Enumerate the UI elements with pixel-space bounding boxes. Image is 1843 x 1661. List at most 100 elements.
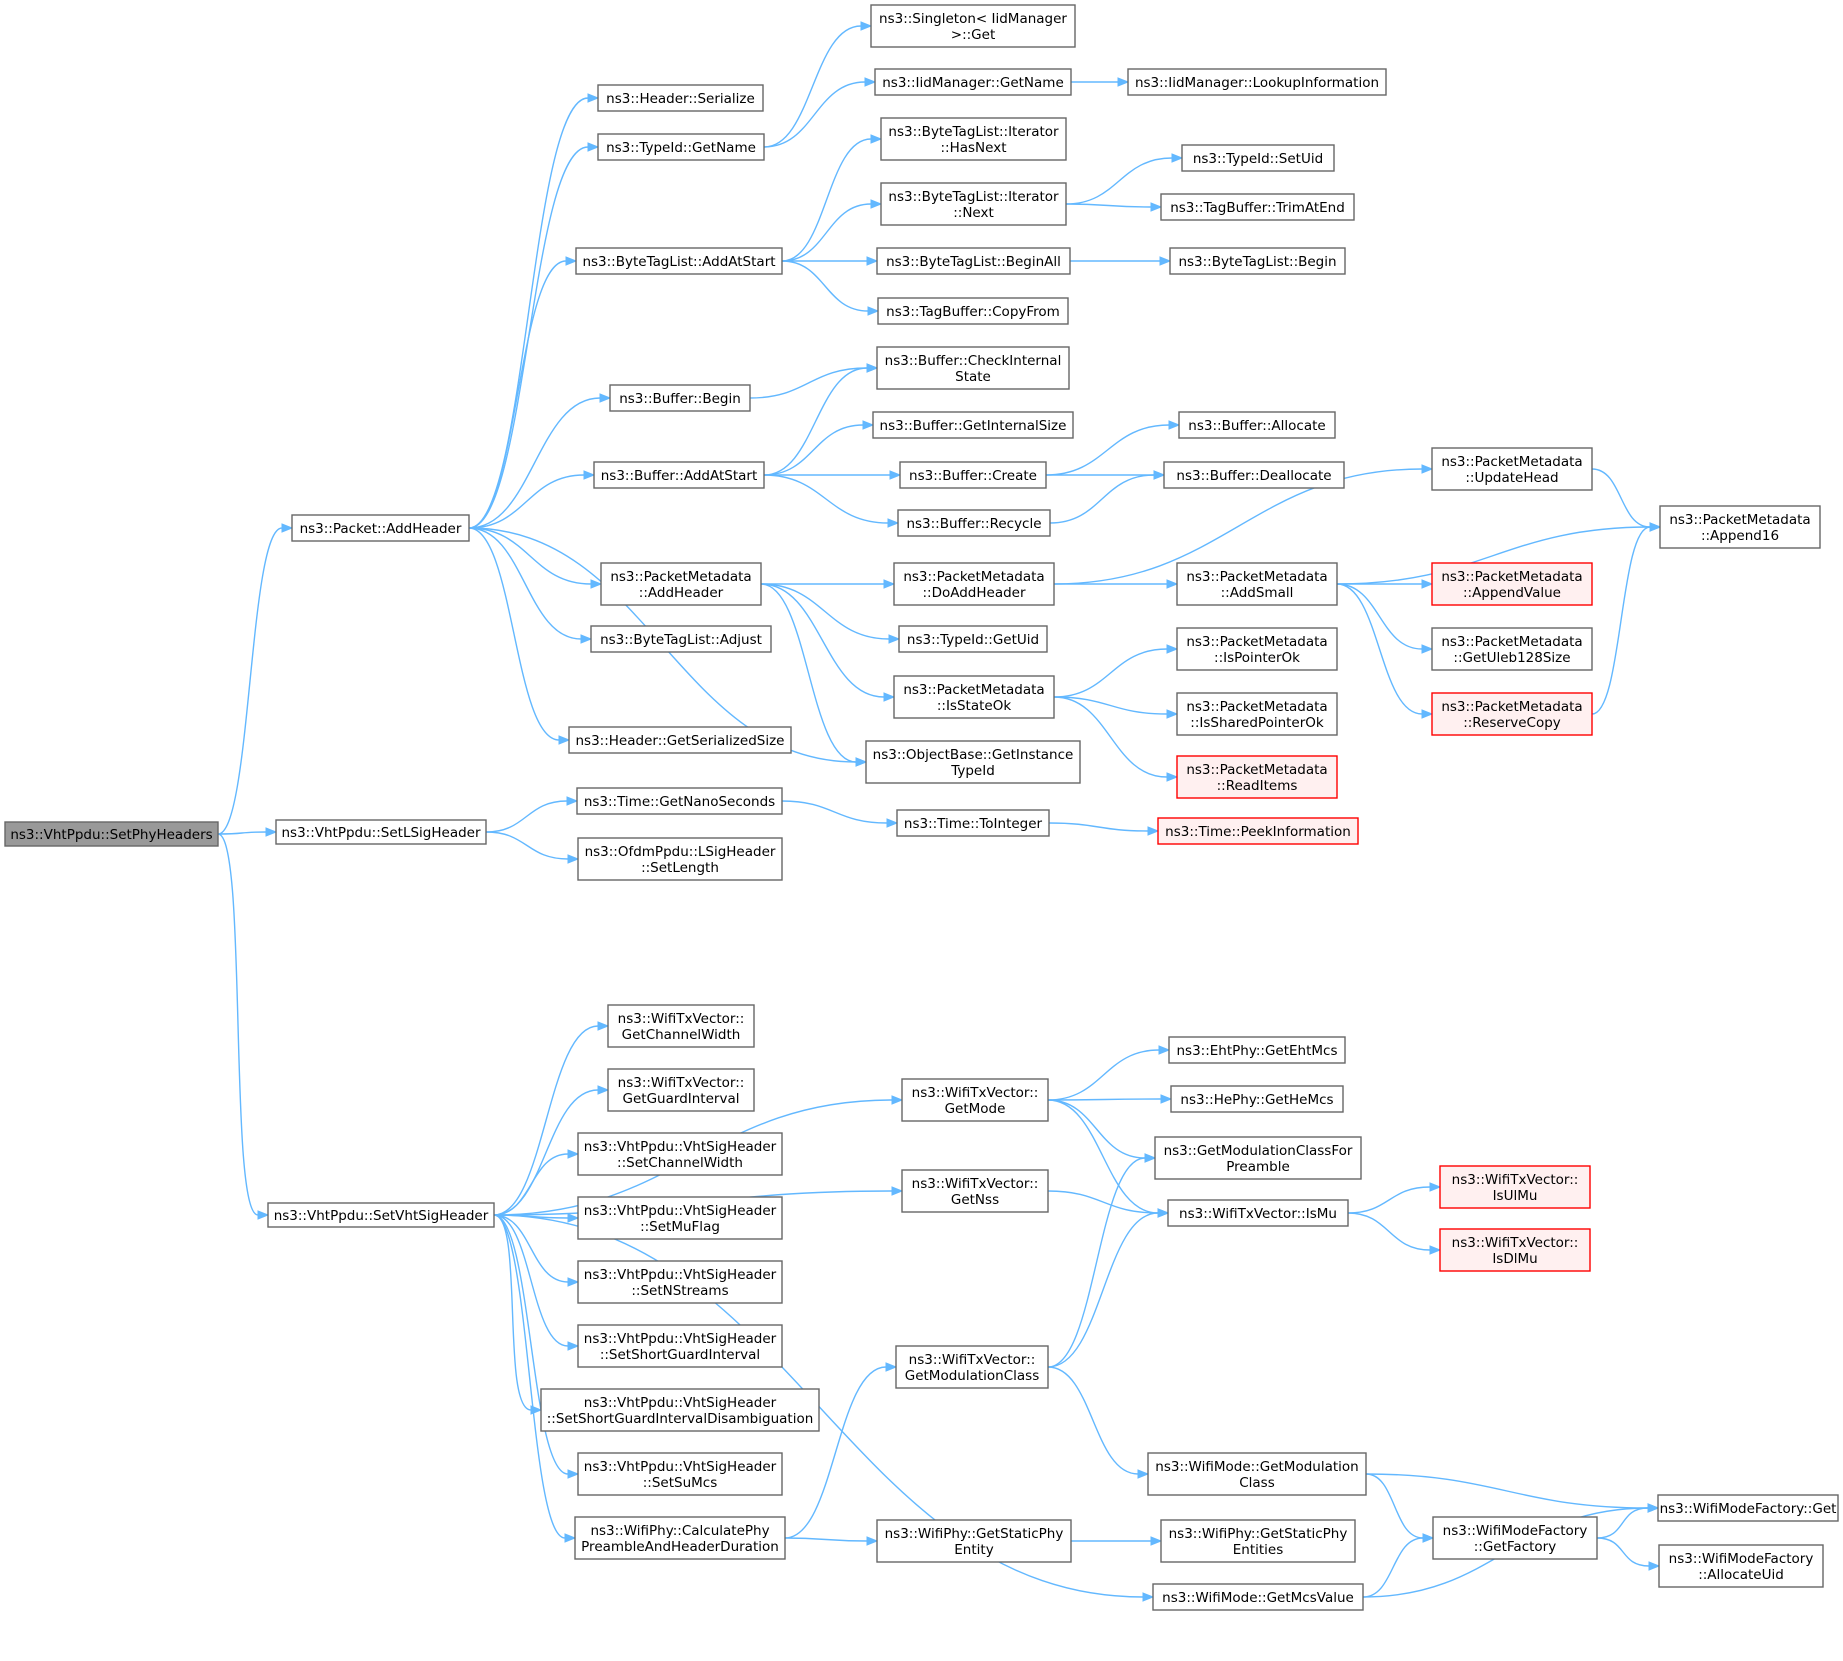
edge-arrowhead [1117,77,1130,87]
node-bufCreate[interactable]: ns3::Buffer::Create [899,461,1047,489]
node-tbCopyFrom[interactable]: ns3::TagBuffer::CopyFrom [877,297,1069,325]
node-pmAddHeader[interactable]: ns3::PacketMetadata::AddHeader [600,562,762,606]
node-pmIsStateOk[interactable]: ns3::PacketMetadata::IsStateOk [893,675,1055,719]
edge-txGetMode-to-heGetMcs [1047,1094,1173,1104]
edge-line [1047,1366,1139,1475]
node-label: ns3::PacketMetadata [1186,634,1327,650]
edge-line [781,800,888,824]
node-wmfGet[interactable]: ns3::WifiModeFactory::Get [1657,1494,1839,1522]
node-timeNano[interactable]: ns3::Time::GetNanoSeconds [576,787,783,815]
edge-setLSig-to-timeNano [485,796,579,833]
edge-arrowhead [587,142,600,152]
edge-bufAddAtStart-to-bufCreate [763,470,902,480]
node-root[interactable]: ns3::VhtPpdu::SetPhyHeaders [4,821,219,847]
node-hdrSerialize[interactable]: ns3::Header::Serialize [597,84,764,112]
edge-line [763,424,864,476]
node-itNext[interactable]: ns3::ByteTagList::Iterator::Next [880,182,1067,226]
node-vsSetNs[interactable]: ns3::VhtPpdu::VhtSigHeader::SetNStreams [577,1260,783,1304]
node-iidLookup[interactable]: ns3::IidManager::LookupInformation [1127,68,1387,96]
node-txGetMode[interactable]: ns3::WifiTxVector::GetMode [901,1078,1049,1122]
edge-addHeader-to-bufAddAtStart [468,470,596,529]
node-btlAddAtStart[interactable]: ns3::ByteTagList::AddAtStart [575,247,783,275]
node-wmfAlloc[interactable]: ns3::WifiModeFactory::AllocateUid [1658,1544,1824,1588]
node-pmReadItems[interactable]: ns3::PacketMetadata::ReadItems [1176,755,1338,799]
node-pmDoAdd[interactable]: ns3::PacketMetadata::DoAddHeader [893,562,1055,606]
node-addHeader[interactable]: ns3::Packet::AddHeader [291,514,470,542]
node-wmGetModClass[interactable]: ns3::WifiMode::GetModulationClass [1147,1452,1367,1496]
node-pmAddSmall[interactable]: ns3::PacketMetadata::AddSmall [1176,562,1338,606]
edge-line [468,260,567,529]
node-bufRecycle[interactable]: ns3::Buffer::Recycle [897,509,1051,537]
node-bufDealloc[interactable]: ns3::Buffer::Deallocate [1163,461,1345,489]
edge-arrowhead [1166,709,1179,719]
node-pmUleb[interactable]: ns3::PacketMetadata::GetUleb128Size [1431,627,1593,671]
node-label: ns3::Buffer::Begin [619,391,741,407]
edge-arrowhead [860,21,873,31]
node-bufGetSize[interactable]: ns3::Buffer::GetInternalSize [872,411,1074,439]
node-pmIsPtrOk[interactable]: ns3::PacketMetadata::IsPointerOk [1176,627,1338,671]
node-box [1127,68,1387,96]
node-label: ::SetLength [641,860,719,876]
node-wpCalc[interactable]: ns3::WifiPhy::CalculatePhyPreambleAndHea… [574,1516,786,1560]
node-pmAppend16[interactable]: ns3::PacketMetadata::Append16 [1659,505,1821,549]
node-timePeek[interactable]: ns3::Time::PeekInformation [1157,817,1359,845]
edge-addHeader-to-bufBegin [468,393,612,529]
node-label: ::ReserveCopy [1463,715,1561,731]
node-btlBegin[interactable]: ns3::ByteTagList::Begin [1169,247,1346,275]
node-pmUpdateHead[interactable]: ns3::PacketMetadata::UpdateHead [1431,447,1593,491]
node-txGetGi[interactable]: ns3::WifiTxVector::GetGuardInterval [607,1068,755,1112]
node-typeGetName[interactable]: ns3::TypeId::GetName [597,133,765,161]
edge-arrowhead [888,634,901,644]
node-heGetMcs[interactable]: ns3::HePhy::GetHeMcs [1170,1085,1344,1113]
node-vsSetSgiD[interactable]: ns3::VhtPpdu::VhtSigHeader::SetShortGuar… [540,1388,820,1432]
node-pmIsShared[interactable]: ns3::PacketMetadata::IsSharedPointerOk [1176,692,1338,736]
edge-arrowhead [889,470,902,480]
node-pmReserve[interactable]: ns3::PacketMetadata::ReserveCopy [1431,692,1593,736]
edge-pmAddSmall-to-pmReserve [1336,583,1434,719]
node-typeGetUid[interactable]: ns3::TypeId::GetUid [898,625,1048,653]
edge-txGetModClass-to-wmGetModClass [1047,1366,1150,1479]
node-box [1152,1583,1364,1611]
node-txGetNss[interactable]: ns3::WifiTxVector::GetNss [901,1169,1049,1213]
node-wmGetMcs[interactable]: ns3::WifiMode::GetMcsValue [1152,1583,1364,1611]
node-btlAdjust[interactable]: ns3::ByteTagList::Adjust [590,625,772,653]
node-label: IsUlMu [1493,1188,1538,1204]
node-txIsDlMu[interactable]: ns3::WifiTxVector::IsDlMu [1439,1228,1591,1272]
edge-arrowhead [590,579,603,589]
node-bufBegin[interactable]: ns3::Buffer::Begin [609,384,751,412]
node-box [1431,447,1593,491]
node-wmfGetFactory[interactable]: ns3::WifiModeFactory::GetFactory [1432,1516,1598,1560]
node-pmAppendValue[interactable]: ns3::PacketMetadata::AppendValue [1431,562,1593,606]
node-setLSig[interactable]: ns3::VhtPpdu::SetLSigHeader [275,819,487,845]
node-typeSetUid[interactable]: ns3::TypeId::SetUid [1181,144,1335,172]
node-label: ns3::TypeId::GetUid [907,632,1039,648]
node-txIsUlMu[interactable]: ns3::WifiTxVector::IsUlMu [1439,1165,1591,1209]
node-vsSetSuMcs[interactable]: ns3::VhtPpdu::VhtSigHeader::SetSuMcs [577,1452,783,1496]
node-timeToInt[interactable]: ns3::Time::ToInteger [896,809,1050,837]
node-txIsMu[interactable]: ns3::WifiTxVector::IsMu [1167,1199,1349,1227]
node-btlBeginAll[interactable]: ns3::ByteTagList::BeginAll [876,247,1071,275]
node-txGetModClass[interactable]: ns3::WifiTxVector::GetModulationClass [895,1345,1049,1389]
node-ehtGetMcs[interactable]: ns3::EhtPhy::GetEhtMcs [1168,1036,1346,1064]
node-vsSetSgi[interactable]: ns3::VhtPpdu::VhtSigHeader::SetShortGuar… [577,1324,783,1368]
node-setVhtSig[interactable]: ns3::VhtPpdu::SetVhtSigHeader [267,1202,495,1228]
node-hdrSerSize[interactable]: ns3::Header::GetSerializedSize [568,726,792,754]
node-tbTrim[interactable]: ns3::TagBuffer::TrimAtEnd [1160,193,1355,221]
node-singletonGet[interactable]: ns3::Singleton< IidManager>::Get [870,4,1076,48]
node-ofdmSetLen[interactable]: ns3::OfdmPpdu::LSigHeader::SetLength [577,837,783,881]
node-box [1160,193,1355,221]
node-bufAllocate[interactable]: ns3::Buffer::Allocate [1178,411,1336,439]
node-bufAddAtStart[interactable]: ns3::Buffer::AddAtStart [593,461,765,489]
node-itHasNext[interactable]: ns3::ByteTagList::Iterator::HasNext [880,117,1067,161]
node-box [1658,1544,1824,1588]
node-iidGetName[interactable]: ns3::IidManager::GetName [874,68,1072,96]
edge-line [1336,583,1423,650]
node-vsSetCw[interactable]: ns3::VhtPpdu::VhtSigHeader::SetChannelWi… [577,1132,783,1176]
node-txGetCw[interactable]: ns3::WifiTxVector::GetChannelWidth [607,1004,755,1048]
node-vsSetMu[interactable]: ns3::VhtPpdu::VhtSigHeader::SetMuFlag [577,1196,783,1240]
